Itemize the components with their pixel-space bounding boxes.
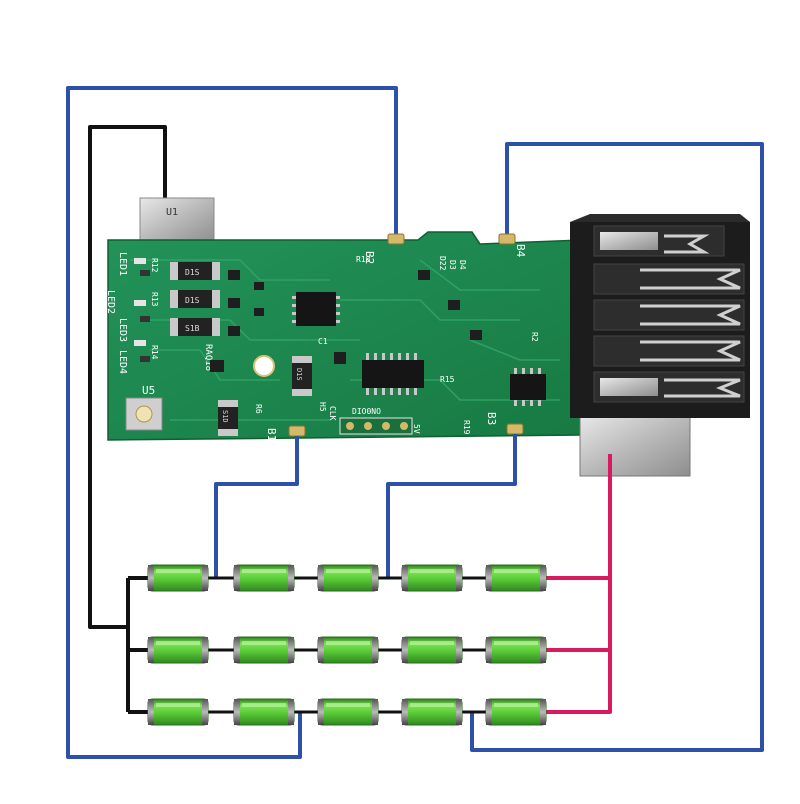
battery-cell bbox=[401, 564, 463, 592]
diode-2-mark: D1S bbox=[185, 296, 200, 305]
series-links bbox=[208, 576, 486, 714]
pcb-board: B2 B4 B1 B3 LED1 LED2 LED3 LED4 R12 R13 … bbox=[105, 231, 583, 441]
label-5v: 5V bbox=[412, 424, 421, 434]
blue-wire-b3 bbox=[386, 434, 517, 578]
black-wire-u1 bbox=[88, 125, 167, 714]
label-r2: R2 bbox=[530, 332, 539, 342]
battery-cell bbox=[233, 564, 295, 592]
pad-b3-label: B3 bbox=[485, 412, 498, 425]
smd-column-left bbox=[134, 258, 150, 362]
battery-cell bbox=[233, 636, 295, 664]
diode-4-mark: D1S bbox=[295, 368, 303, 381]
pad-b1-label: B1 bbox=[265, 428, 278, 441]
pad-b4-label: B4 bbox=[514, 244, 527, 258]
pad-b4: B4 bbox=[498, 233, 527, 258]
metal-tab-u1: U1 bbox=[139, 197, 215, 243]
battery-cell bbox=[317, 564, 379, 592]
label-dio: DIO0NO bbox=[352, 407, 381, 416]
ic-qfn bbox=[292, 292, 340, 326]
battery-cell bbox=[485, 564, 547, 592]
diode-2: D1S bbox=[170, 290, 220, 308]
battery-cell bbox=[317, 698, 379, 726]
label-led3: LED3 bbox=[117, 318, 128, 342]
battery-cells bbox=[147, 564, 547, 726]
pad-b3: B3 bbox=[485, 412, 524, 435]
diode-3: S1B bbox=[170, 318, 220, 336]
battery-cell bbox=[317, 636, 379, 664]
label-d4: D4 bbox=[458, 260, 467, 270]
label-raq: RAQ18 bbox=[203, 344, 213, 371]
battery-cell bbox=[485, 698, 547, 726]
diode-4: D1S bbox=[292, 356, 312, 396]
pad-b2: B2 bbox=[363, 233, 405, 264]
battery-cell bbox=[401, 698, 463, 726]
label-hs: H5 bbox=[318, 402, 327, 412]
label-clk: CLK bbox=[328, 406, 337, 421]
label-r14: R14 bbox=[150, 345, 159, 360]
label-led1: LED1 bbox=[117, 252, 128, 276]
label-c1: C1 bbox=[318, 337, 328, 346]
blue-wire-b4-loop bbox=[470, 142, 764, 752]
diode-5: S1D bbox=[218, 400, 238, 436]
label-r18: R18 bbox=[356, 255, 371, 264]
pad-b1: B1 bbox=[265, 425, 306, 441]
diode-1: D1S bbox=[170, 262, 220, 280]
battery-cell bbox=[401, 636, 463, 664]
label-r12: R12 bbox=[150, 258, 159, 273]
battery-cell bbox=[485, 636, 547, 664]
ic-soic-main bbox=[362, 353, 424, 395]
label-r19: R19 bbox=[462, 420, 471, 435]
blue-wire-b2-loop bbox=[66, 86, 398, 759]
transistors bbox=[210, 270, 482, 372]
diode-5-mark: S1D bbox=[221, 410, 229, 423]
tab-u1-label: U1 bbox=[166, 207, 178, 218]
battery-cell bbox=[147, 698, 209, 726]
label-d22: D22 bbox=[438, 256, 447, 271]
header-pins bbox=[339, 417, 413, 435]
pad-b2-label: B2 bbox=[363, 251, 376, 264]
red-wire-positive bbox=[546, 454, 612, 714]
diode-1-mark: D1S bbox=[185, 268, 200, 277]
diode-3-mark: S1B bbox=[185, 324, 200, 333]
label-led4: LED4 bbox=[117, 350, 128, 374]
label-r6: R6 bbox=[254, 404, 263, 414]
battery-cell bbox=[233, 698, 295, 726]
label-d3: D3 bbox=[448, 260, 457, 270]
terminal-slots bbox=[593, 225, 745, 403]
battery-cell bbox=[147, 636, 209, 664]
ic-soic-right bbox=[510, 368, 546, 406]
label-led2: LED2 bbox=[105, 290, 116, 314]
battery-cell bbox=[147, 564, 209, 592]
label-u5: U5 bbox=[142, 384, 155, 397]
blue-wire-b1 bbox=[214, 436, 299, 578]
terminal-connector bbox=[570, 214, 750, 477]
label-r15: R15 bbox=[440, 375, 455, 384]
label-r13: R13 bbox=[150, 292, 159, 307]
tactile-switch bbox=[125, 397, 163, 431]
mount-hole bbox=[253, 355, 275, 377]
